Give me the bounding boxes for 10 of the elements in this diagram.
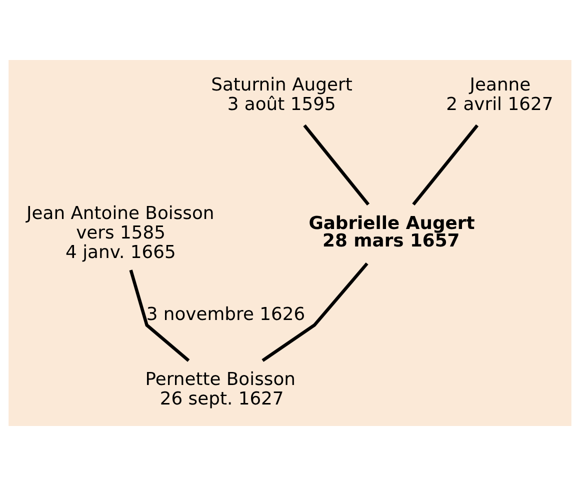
edge-label: 3 novembre 1626 [146,303,306,324]
connector [262,262,368,362]
connector [303,124,370,205]
node-text: Saturnin Augert 3 août 1595 [211,74,352,115]
connector [412,124,479,205]
node-text: Jean Antoine Boisson vers 1585 4 janv. 1665 [26,202,214,263]
node-text: Gabrielle Augert 28 mars 1657 [308,212,475,252]
node-text: Jeanne 2 avril 1627 [446,74,554,115]
node-text: Pernette Boisson 26 sept. 1627 [145,368,296,410]
connector [129,269,190,362]
